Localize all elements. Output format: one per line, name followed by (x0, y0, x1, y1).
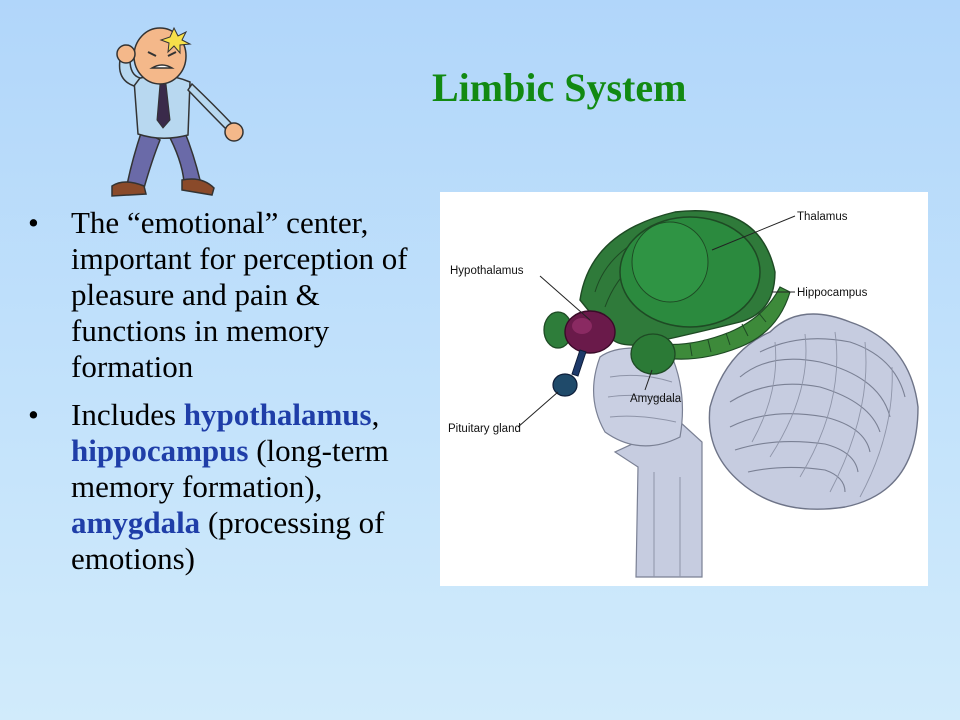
label-hypothalamus: Hypothalamus (450, 265, 524, 277)
term-amygdala: amygdala (71, 505, 201, 540)
amygdala-shape (630, 333, 676, 375)
slide-title: Limbic System (432, 65, 687, 110)
bullet-item-1: • The “emotional” center, important for … (28, 205, 418, 385)
term-hippocampus: hippocampus (71, 433, 249, 468)
hypothalamus-shape (564, 310, 616, 354)
bullet-text-2-mid2: (long-term memory formation), (71, 433, 389, 504)
bullet-text-2-suffix: (processing of emotions) (71, 505, 385, 576)
bullet-text-2-mid1: , (371, 397, 380, 432)
label-pituitary-gland: Pituitary gland (448, 423, 521, 435)
bullet-marker: • (28, 205, 39, 240)
label-thalamus: Thalamus (797, 211, 848, 223)
label-amygdala: Amygdala (630, 393, 682, 405)
bullet-text-1: The “emotional” center, important for pe… (71, 205, 408, 384)
bullet-list: • The “emotional” center, important for … (28, 205, 418, 589)
bullet-marker: • (28, 397, 39, 432)
bullet-text-2-prefix: Includes (71, 397, 184, 432)
cerebellum-shape (708, 313, 919, 510)
brainstem-shape (613, 421, 703, 578)
label-hippocampus: Hippocampus (797, 287, 868, 299)
limbic-system-diagram: Thalamus Hypothalamus Hippocampus Amygda… (440, 192, 928, 586)
pituitary-shape (552, 373, 578, 397)
bullet-item-2: • Includes hypothalamus, hippocampus (lon… (28, 397, 418, 577)
term-hypothalamus: hypothalamus (183, 397, 372, 432)
headache-man-illustration (72, 20, 262, 205)
